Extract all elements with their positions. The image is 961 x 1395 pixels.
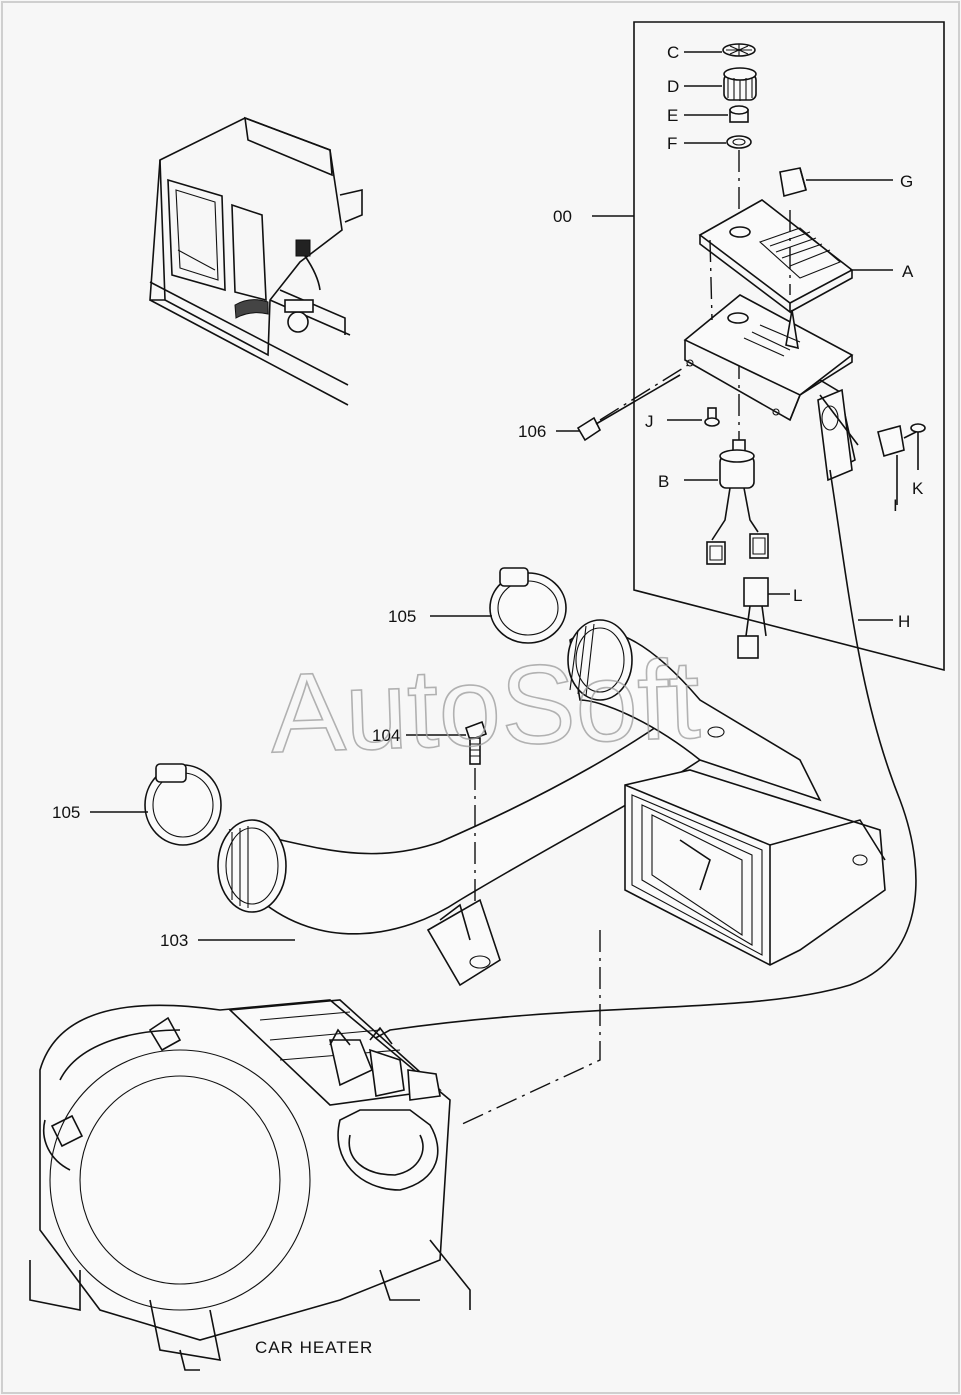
callout-104: 104	[372, 726, 400, 745]
duct-mount-foot	[426, 898, 501, 987]
callout-d: D	[667, 77, 679, 96]
clamp-i-part	[877, 424, 905, 505]
callout-105-lower: 105	[52, 803, 80, 822]
axis-duct-heater	[459, 930, 601, 1126]
axis-plate	[709, 210, 791, 321]
callout-e: E	[667, 106, 678, 125]
callout-103: 103	[160, 931, 188, 950]
callout-f: F	[667, 134, 677, 153]
callout-106: 106	[518, 422, 546, 441]
hose-clamp-upper	[489, 567, 567, 644]
bracket-part	[683, 294, 856, 482]
duct-outlet-box	[624, 769, 886, 966]
axis-106	[599, 364, 689, 421]
cap-c-part	[722, 43, 756, 57]
bolt-104-part	[464, 720, 488, 765]
callout-g: G	[900, 172, 913, 191]
callout-105-upper: 105	[388, 607, 416, 626]
harness-l-part	[737, 577, 769, 659]
callout-h: H	[898, 612, 910, 631]
bolt-k-part	[903, 423, 926, 470]
callout-l: L	[793, 586, 802, 605]
watermark: AutoSoft	[268, 636, 702, 776]
callout-i: I	[893, 496, 898, 515]
cab-location-inset	[149, 116, 363, 406]
bolt-106-part	[576, 374, 681, 442]
car-heater-unit	[29, 999, 471, 1371]
callout-k: K	[912, 479, 924, 498]
callout-c: C	[667, 43, 679, 62]
screw-j-part	[704, 407, 720, 427]
lever-cap-g	[779, 167, 807, 198]
kit-boundary	[633, 21, 945, 672]
washer-f-part	[726, 135, 752, 149]
plate-a-part	[698, 199, 854, 314]
hose-clamp-lower	[144, 763, 222, 846]
control-cable-h	[371, 469, 917, 1041]
switch-b-part	[706, 439, 769, 565]
callout-a: A	[902, 262, 914, 281]
knob-d-part	[723, 67, 757, 101]
callout-00: 00	[553, 207, 572, 226]
callout-j: J	[645, 412, 654, 431]
callout-b: B	[658, 472, 669, 491]
nut-e-part	[729, 105, 749, 123]
lever-link	[819, 394, 859, 446]
duct-103-part	[217, 619, 822, 935]
figure-caption: CAR HEATER	[255, 1338, 373, 1357]
